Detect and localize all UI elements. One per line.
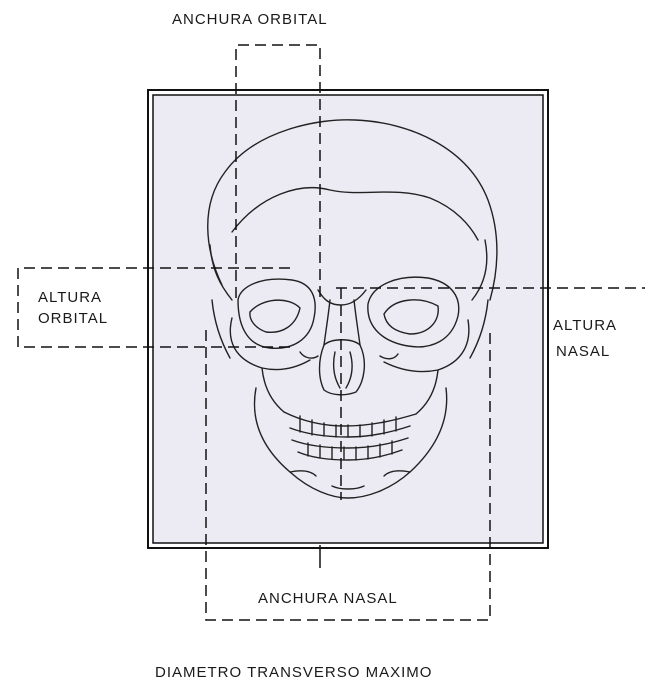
label-anchura-nasal: ANCHURA NASAL [258, 591, 398, 607]
label-altura-orbital-line2: ORBITAL [38, 311, 108, 327]
label-altura-nasal-line1: ALTURA [553, 318, 617, 334]
label-diametro: DIAMETRO TRANSVERSO MAXIMO [155, 665, 432, 681]
label-altura-nasal-line2: NASAL [556, 344, 610, 360]
label-anchura-orbital: ANCHURA ORBITAL [172, 12, 328, 28]
label-altura-orbital-line1: ALTURA [38, 290, 102, 306]
